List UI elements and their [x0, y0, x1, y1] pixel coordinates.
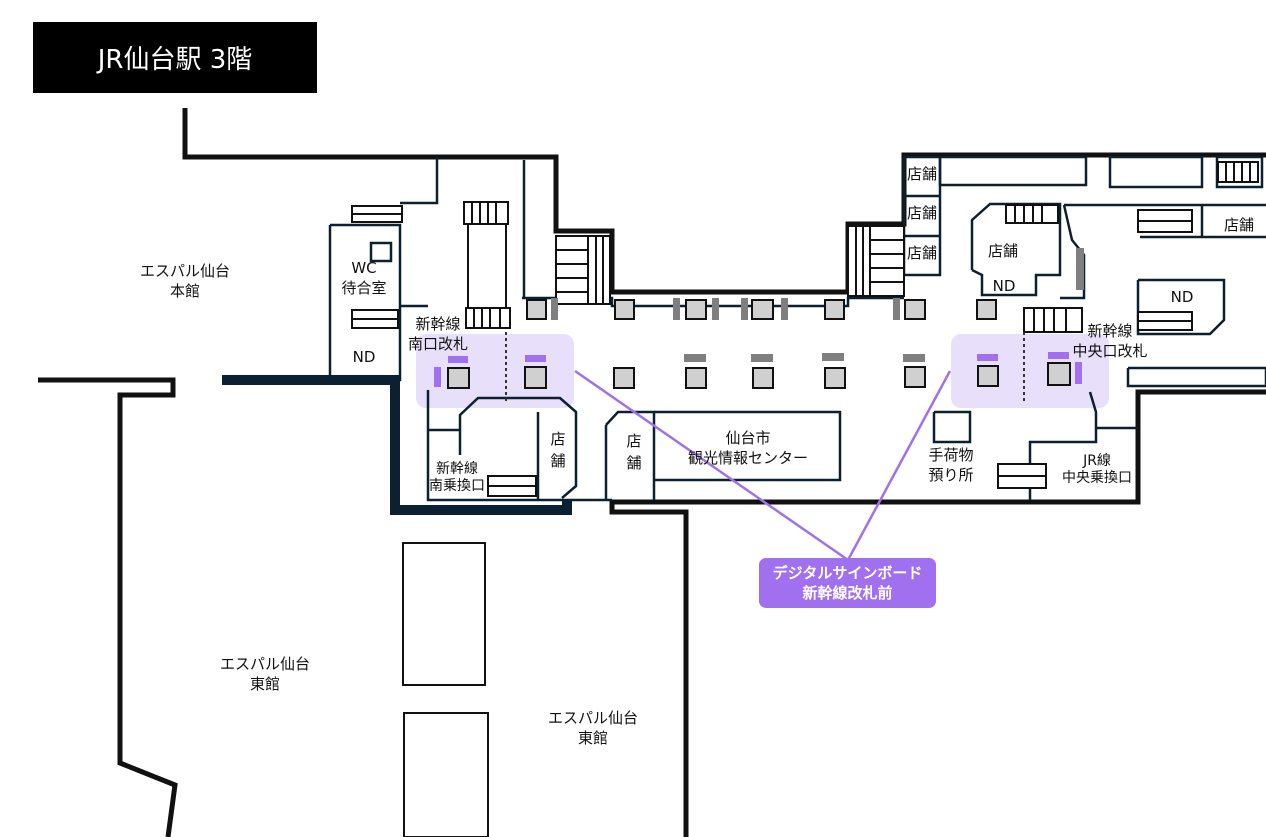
pillars: [447, 299, 1071, 389]
east-block-upper: [402, 542, 486, 686]
label-s-pal-main: エスパル仙台 本館: [140, 262, 231, 300]
callout-lines: [574, 369, 952, 562]
grey-boards: [551, 248, 1084, 362]
label-shinkansen-central-gate: 新幹線 中央口改札: [1072, 322, 1148, 360]
label-store-south: 店舗: [550, 430, 566, 470]
label-store-top-1: 店舗: [906, 165, 937, 183]
east-block-lower: [403, 712, 489, 837]
label-jr-central-transfer: JR線 中央乗換口: [1062, 453, 1132, 486]
label-nd-left: ND: [352, 348, 376, 366]
label-store-top-3: 店舗: [906, 244, 937, 262]
label-luggage-storage: 手荷物 預り所: [928, 446, 974, 484]
central-gate-highlight-zone: [951, 334, 1109, 408]
label-tourist-info-center: 仙台市 観光情報センター: [687, 429, 808, 467]
label-s-pal-east-left: エスパル仙台 東館: [219, 655, 310, 693]
map-title: JR仙台駅 3階: [33, 22, 317, 93]
label-shinkansen-south-gate: 新幹線 南口改札: [407, 315, 468, 353]
label-store-center: 店舗: [626, 432, 642, 472]
label-nd-right: ND: [1170, 288, 1194, 306]
digital-signage-callout: デジタルサインボード 新幹線改札前: [759, 558, 936, 608]
label-shinkansen-south-transfer: 新幹線 南乗換口: [429, 461, 485, 494]
label-nd-center: ND: [992, 277, 1016, 295]
label-store-right: 店舗: [1223, 216, 1254, 234]
label-store-top-2: 店舗: [906, 204, 937, 222]
escalators: [351, 161, 1259, 497]
label-s-pal-east-right: エスパル仙台 東館: [547, 709, 638, 747]
label-wc-waiting-room: WC 待合室: [341, 259, 387, 297]
south-gate-highlight-zone: [416, 334, 574, 408]
digital-signage-marks: [434, 352, 1082, 387]
label-store-center-right: 店舗: [987, 242, 1018, 260]
